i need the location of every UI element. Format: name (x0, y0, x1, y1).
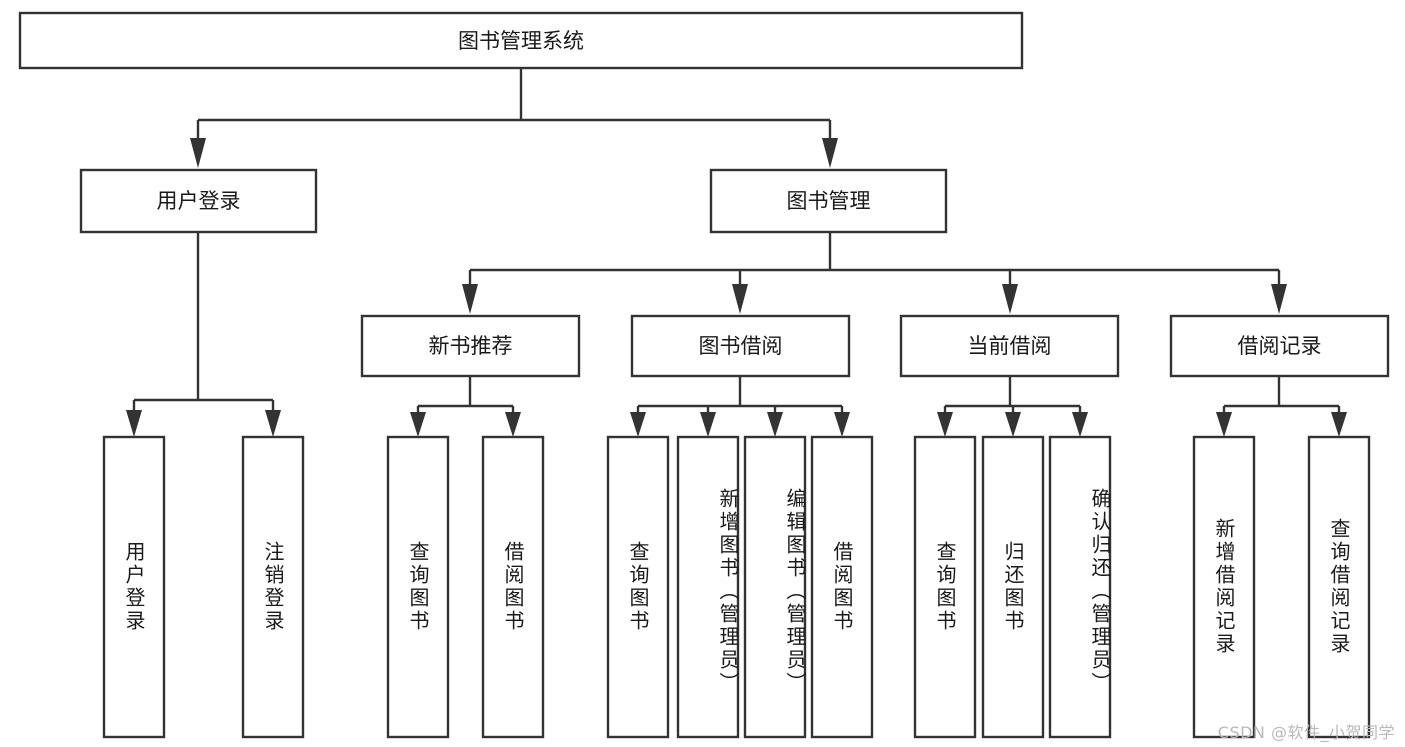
node-root-label: 图书管理系统 (458, 29, 584, 53)
node-book-manage-box[interactable] (709, 168, 948, 234)
arrowhead-leaf-br-query (1331, 412, 1347, 437)
node-book-manage-label: 图书管理 (787, 189, 871, 213)
connector-group-book-manage (462, 232, 1287, 314)
connector-group-root (190, 68, 838, 168)
arrowhead-to-book-borrow (732, 284, 748, 314)
node-current-borrow-label: 当前借阅 (968, 334, 1052, 358)
node-borrow-record-box[interactable] (1169, 314, 1390, 378)
leaf-box-cb-confirm[interactable] (1048, 435, 1112, 739)
arrowhead-leaf-cb-return (1005, 412, 1021, 437)
csdn-watermark: CSDN @软件_小贺同学 (1217, 723, 1395, 742)
arrowhead-leaf-cb-confirm (1072, 412, 1088, 437)
arrowhead-leaf-bb-add (700, 412, 716, 437)
arrowhead-leaf-bb-edit (767, 412, 783, 437)
connector-group-borrow-record (1216, 376, 1347, 437)
arrowhead-leaf-logout (265, 410, 281, 437)
arrowhead-leaf-br-add (1216, 412, 1232, 437)
leaf-box-br-add[interactable] (1192, 435, 1256, 739)
leaf-box-bb-add[interactable] (676, 435, 740, 739)
arrowhead-to-borrow-record (1271, 284, 1287, 314)
node-book-borrow-box[interactable] (630, 314, 851, 378)
arrowhead-leaf-user-login (126, 410, 142, 437)
node-user-login-label: 用户登录 (157, 189, 241, 213)
node-user-login-box[interactable] (79, 168, 318, 234)
leaf-box-bb-borrow[interactable] (810, 435, 874, 739)
arrowhead-leaf-nb-borrow (505, 412, 521, 437)
arrowhead-leaf-bb-query (630, 412, 646, 437)
connector-group-user-login (126, 232, 281, 437)
leaf-box-bb-query[interactable] (606, 435, 670, 739)
node-new-book-label: 新书推荐 (429, 334, 513, 358)
node-root-box[interactable] (18, 11, 1024, 70)
leaf-box-nb-query[interactable] (386, 435, 450, 739)
arrowhead-to-book-manage (822, 138, 838, 168)
node-book-borrow-label: 图书借阅 (699, 334, 783, 358)
arrowhead-to-user-login (190, 138, 206, 168)
leaf-box-nb-borrow[interactable] (481, 435, 545, 739)
leaf-box-br-query[interactable] (1307, 435, 1371, 739)
connector-group-book-borrow (630, 376, 850, 437)
arrowhead-leaf-bb-borrow (834, 412, 850, 437)
arrowhead-leaf-cb-query (937, 412, 953, 437)
leaf-box-bb-edit[interactable] (743, 435, 807, 739)
arrowhead-to-current-borrow (1002, 284, 1018, 314)
node-borrow-record-label: 借阅记录 (1238, 334, 1322, 358)
leaf-box-cb-query[interactable] (913, 435, 977, 739)
node-new-book-box[interactable] (360, 314, 581, 378)
leaf-box-cb-return[interactable] (981, 435, 1045, 739)
leaf-box-logout[interactable] (241, 435, 305, 739)
arrowhead-leaf-nb-query (410, 412, 426, 437)
connector-group-new-book (410, 376, 521, 437)
leaf-box-user-login[interactable] (102, 435, 166, 739)
arrowhead-to-new-book (462, 284, 478, 314)
node-current-borrow-box[interactable] (899, 314, 1120, 378)
connector-group-current-borrow (937, 376, 1088, 437)
